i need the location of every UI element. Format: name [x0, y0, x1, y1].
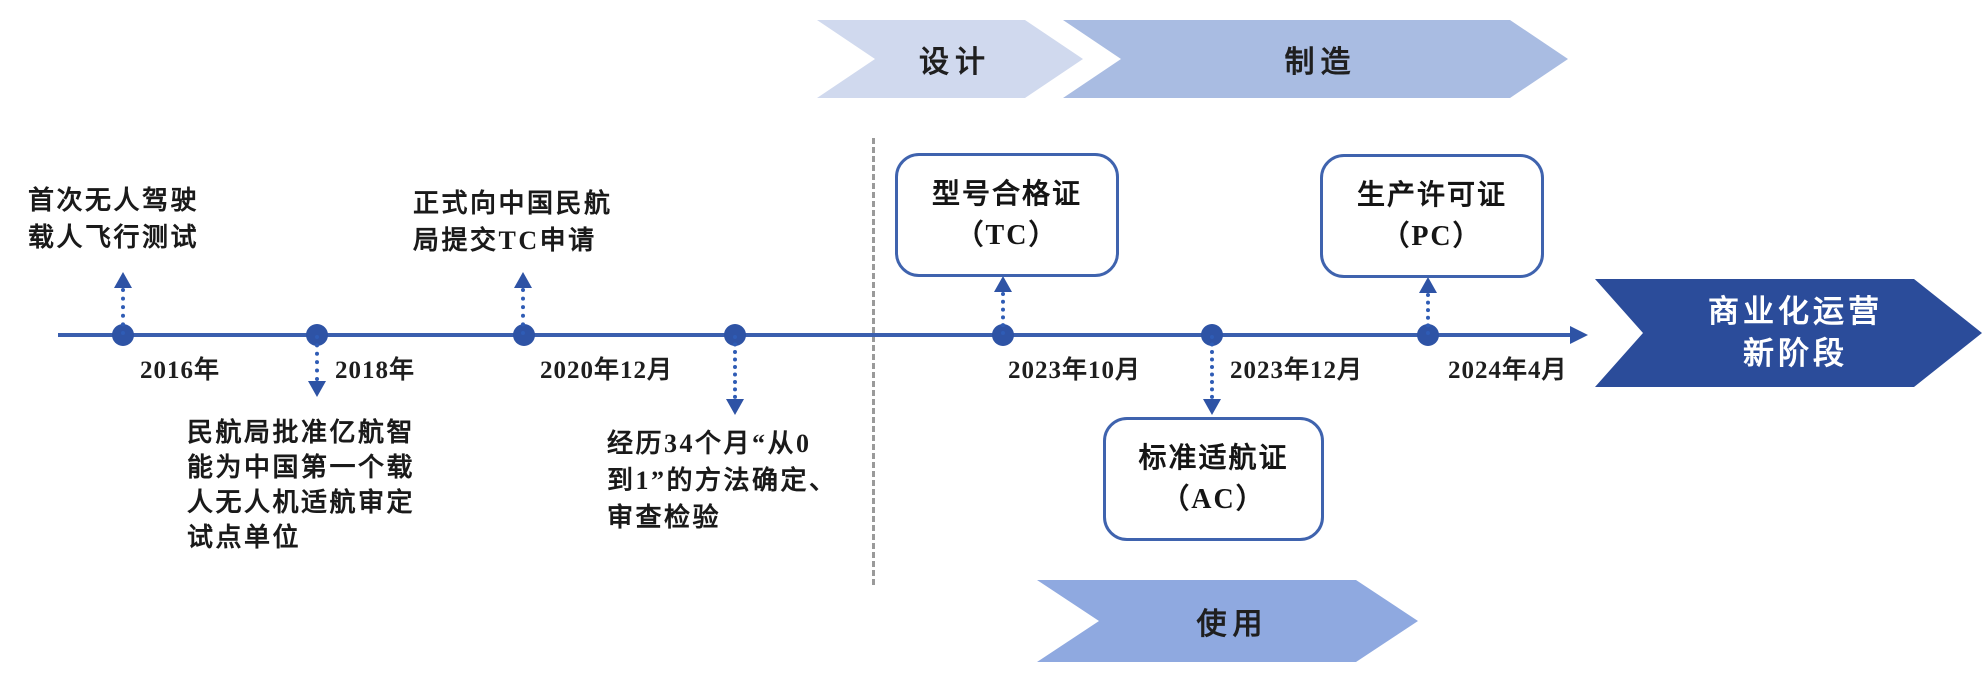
arrow-tail — [733, 335, 737, 399]
final-stage-label-line1: 商业化运营 — [1708, 294, 1883, 329]
stage-banner-manufacture: 制造 — [1063, 20, 1568, 98]
certificate-box-ac: 标准适航证 （AC） — [1103, 417, 1324, 541]
arrow-up-icon — [1419, 277, 1437, 293]
certificate-ac-abbr: （AC） — [1161, 484, 1266, 515]
arrow-tail — [521, 288, 525, 335]
arrow-up-icon — [514, 272, 532, 288]
date-label-2024-4: 2024年4月 — [1448, 357, 1568, 384]
annotation-method-review: 经历34个月“从0 到1”的方法确定、 审查检验 — [607, 425, 838, 536]
annotation-line: 民航局批准亿航智 — [187, 418, 416, 447]
timeline-dot-2016 — [112, 324, 134, 346]
date-label-2023-12: 2023年12月 — [1230, 357, 1364, 384]
annotation-line: 首次无人驾驶 — [28, 186, 200, 215]
certificate-pc-abbr: （PC） — [1381, 221, 1483, 252]
timeline-dot-2020-12 — [513, 324, 535, 346]
arrow-down-icon — [726, 399, 744, 415]
stage-use-label: 使用 — [1196, 608, 1269, 641]
arrow-tail — [121, 288, 125, 335]
certificate-tc-abbr: （TC） — [955, 220, 1059, 251]
annotation-line: 经历34个月“从0 — [607, 429, 812, 458]
arrow-down-icon — [1203, 399, 1221, 415]
date-label-2018: 2018年 — [335, 357, 416, 384]
timeline-arrowhead-icon — [1570, 326, 1588, 344]
annotation-line: 载人飞行测试 — [28, 223, 200, 252]
final-stage-label-line2: 新阶段 — [1743, 336, 1848, 371]
stage-design-label: 设计 — [919, 46, 991, 79]
stage-banner-design: 设计 — [817, 20, 1083, 98]
date-label-2023-10: 2023年10月 — [1008, 357, 1142, 384]
annotation-line: 审查检验 — [607, 503, 722, 532]
annotation-pilot-unit: 民航局批准亿航智 能为中国第一个载 人无人机适航审定 试点单位 — [187, 415, 415, 555]
certificate-box-pc: 生产许可证 （PC） — [1320, 154, 1544, 278]
annotation-line: 到1”的方法确定、 — [607, 466, 838, 495]
date-label-2020-12: 2020年12月 — [540, 357, 674, 384]
annotation-first-flight: 首次无人驾驶 载人飞行测试 — [28, 182, 199, 256]
arrow-up-icon — [114, 272, 132, 288]
annotation-tc-application: 正式向中国民航 局提交TC申请 — [413, 185, 613, 259]
stage-banner-use: 使用 — [1037, 580, 1418, 662]
certificate-ac-name: 标准适航证 — [1138, 443, 1289, 474]
annotation-line: 能为中国第一个载 — [187, 453, 416, 482]
arrow-tail — [315, 335, 319, 381]
arrow-tail — [1001, 292, 1005, 335]
annotation-line: 人无人机适航审定 — [187, 488, 416, 517]
timeline-dot-2023-10 — [992, 324, 1014, 346]
certificate-tc-name: 型号合格证 — [931, 179, 1082, 210]
date-label-2016: 2016年 — [140, 357, 221, 384]
arrow-tail — [1426, 293, 1430, 335]
annotation-line: 正式向中国民航 — [413, 189, 613, 218]
annotation-line: 局提交TC申请 — [413, 226, 597, 255]
final-stage-banner: 商业化运营 新阶段 — [1595, 279, 1982, 387]
timeline-dot-2024-4 — [1417, 324, 1439, 346]
stage-manufacture-label: 制造 — [1284, 46, 1357, 79]
arrow-tail — [1210, 335, 1214, 399]
certificate-pc-name: 生产许可证 — [1356, 180, 1507, 211]
annotation-line: 试点单位 — [187, 523, 302, 552]
timeline-axis — [58, 333, 1572, 337]
arrow-up-icon — [994, 276, 1012, 292]
phase-separator-dashed-line — [872, 138, 875, 585]
certificate-box-tc: 型号合格证 （TC） — [895, 153, 1119, 277]
arrow-down-icon — [308, 381, 326, 397]
